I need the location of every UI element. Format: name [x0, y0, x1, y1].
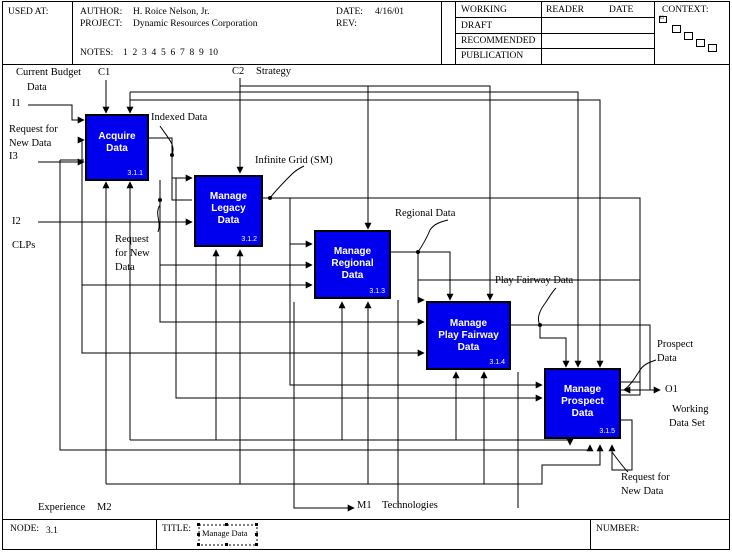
regional-data-label: Regional Data	[395, 208, 456, 219]
request-mid-line1: Request	[115, 234, 149, 245]
c1-label: C1	[98, 67, 111, 78]
strategy-label: Strategy	[256, 66, 291, 77]
clps-label: CLPs	[12, 240, 36, 251]
request-bottom-line2: New Data	[621, 486, 664, 497]
indexed-data-label: Indexed Data	[151, 112, 208, 123]
context-label: CONTEXT:	[662, 5, 709, 15]
reader-date-label: DATE	[609, 5, 634, 15]
activity-box-manage-legacy-data[interactable]: Manage Legacy Data 3.1.2	[194, 175, 263, 247]
box-number: 3.1.3	[369, 288, 385, 295]
status-working: WORKING	[461, 5, 507, 15]
technologies-label: Technologies	[382, 500, 438, 511]
i1-label: I1	[12, 98, 21, 109]
box-title-line: Manage	[333, 246, 372, 257]
node-value: 3.1	[46, 526, 58, 536]
box-title-line: Regional	[331, 258, 374, 269]
activity-box-acquire-data[interactable]: Acquire Data 3.1.1	[85, 114, 149, 181]
number-label: NUMBER:	[596, 524, 640, 534]
request-bottom-line1: Request for	[621, 472, 670, 483]
prospect-data-line2: Data	[657, 353, 677, 364]
box-title-line: Acquire	[98, 131, 136, 142]
title-label: TITLE:	[162, 524, 192, 534]
m2-label: M2	[97, 502, 112, 513]
box-title-line: Data	[106, 143, 128, 154]
diagram-title[interactable]: Manage Data	[202, 528, 248, 538]
junction-dots	[158, 153, 542, 327]
box-title-line: Play Fairway	[438, 330, 499, 341]
used-at-label: USED AT:	[8, 7, 49, 17]
request-mid-line2: for New	[115, 248, 150, 259]
box-title-line: Data	[217, 215, 240, 226]
box-number: 3.1.1	[127, 170, 143, 177]
i2-label: I2	[12, 216, 21, 227]
status-draft: DRAFT	[461, 21, 493, 31]
label-squiggles	[157, 125, 657, 473]
box-title-line: Data	[457, 342, 480, 353]
notes-numbers: 1 2 3 4 5 6 7 8 9 10	[123, 48, 218, 58]
title-selection-handles	[197, 523, 258, 546]
notes-label: NOTES:	[80, 48, 114, 58]
box-title-line: Manage	[449, 318, 488, 329]
reader-label: READER	[546, 5, 584, 15]
author-value: H. Roice Nelson, Jr.	[133, 7, 210, 17]
experience-label: Experience	[38, 502, 86, 513]
current-budget-label: Current Budget	[16, 67, 82, 78]
request-for-label: Request for	[9, 124, 58, 135]
project-label: PROJECT:	[80, 19, 123, 29]
status-recommended: RECOMMENDED	[461, 36, 536, 46]
working-data-set-line2: Data Set	[669, 418, 705, 429]
play-fairway-data-label: Play Fairway Data	[495, 275, 574, 286]
activity-box-manage-prospect-data[interactable]: Manage Prospect Data 3.1.5	[544, 368, 621, 439]
box-number: 3.1.5	[599, 428, 615, 435]
box-number: 3.1.4	[489, 359, 505, 366]
context-marker: 83	[659, 16, 664, 21]
project-value: Dynamic Resources Corporation	[133, 19, 258, 29]
box-title-line: Manage	[209, 191, 248, 202]
context-boxes	[659, 16, 717, 52]
box-number: 3.1.2	[241, 236, 257, 243]
working-data-set-line1: Working	[672, 404, 709, 415]
request-mid-line3: Data	[115, 262, 135, 273]
box-title-line: Data	[341, 270, 364, 281]
rev-label: REV:	[336, 19, 357, 29]
box-title-line: Legacy	[211, 203, 246, 214]
o1-label: O1	[665, 384, 678, 395]
status-publication: PUBLICATION	[461, 51, 524, 61]
connector-arrows	[28, 78, 661, 512]
author-label: AUTHOR:	[80, 7, 123, 17]
i3-label: I3	[9, 151, 18, 162]
prospect-data-line1: Prospect	[657, 339, 694, 350]
c2-label: C2	[232, 66, 245, 77]
date-label: DATE:	[336, 7, 363, 17]
activity-box-manage-play-fairway-data[interactable]: Manage Play Fairway Data 3.1.4	[426, 301, 511, 370]
box-title-line: Prospect	[561, 396, 604, 407]
current-budget-data-label: Data	[27, 82, 47, 93]
activity-box-manage-regional-data[interactable]: Manage Regional Data 3.1.3	[314, 230, 391, 299]
infinite-grid-label: Infinite Grid (SM)	[255, 155, 333, 166]
box-title-line: Data	[571, 408, 594, 419]
node-label: NODE:	[10, 524, 40, 534]
new-data-label: New Data	[9, 138, 52, 149]
date-value: 4/16/01	[375, 7, 405, 17]
box-title-line: Manage	[563, 384, 602, 395]
m1-label: M1	[357, 500, 372, 511]
